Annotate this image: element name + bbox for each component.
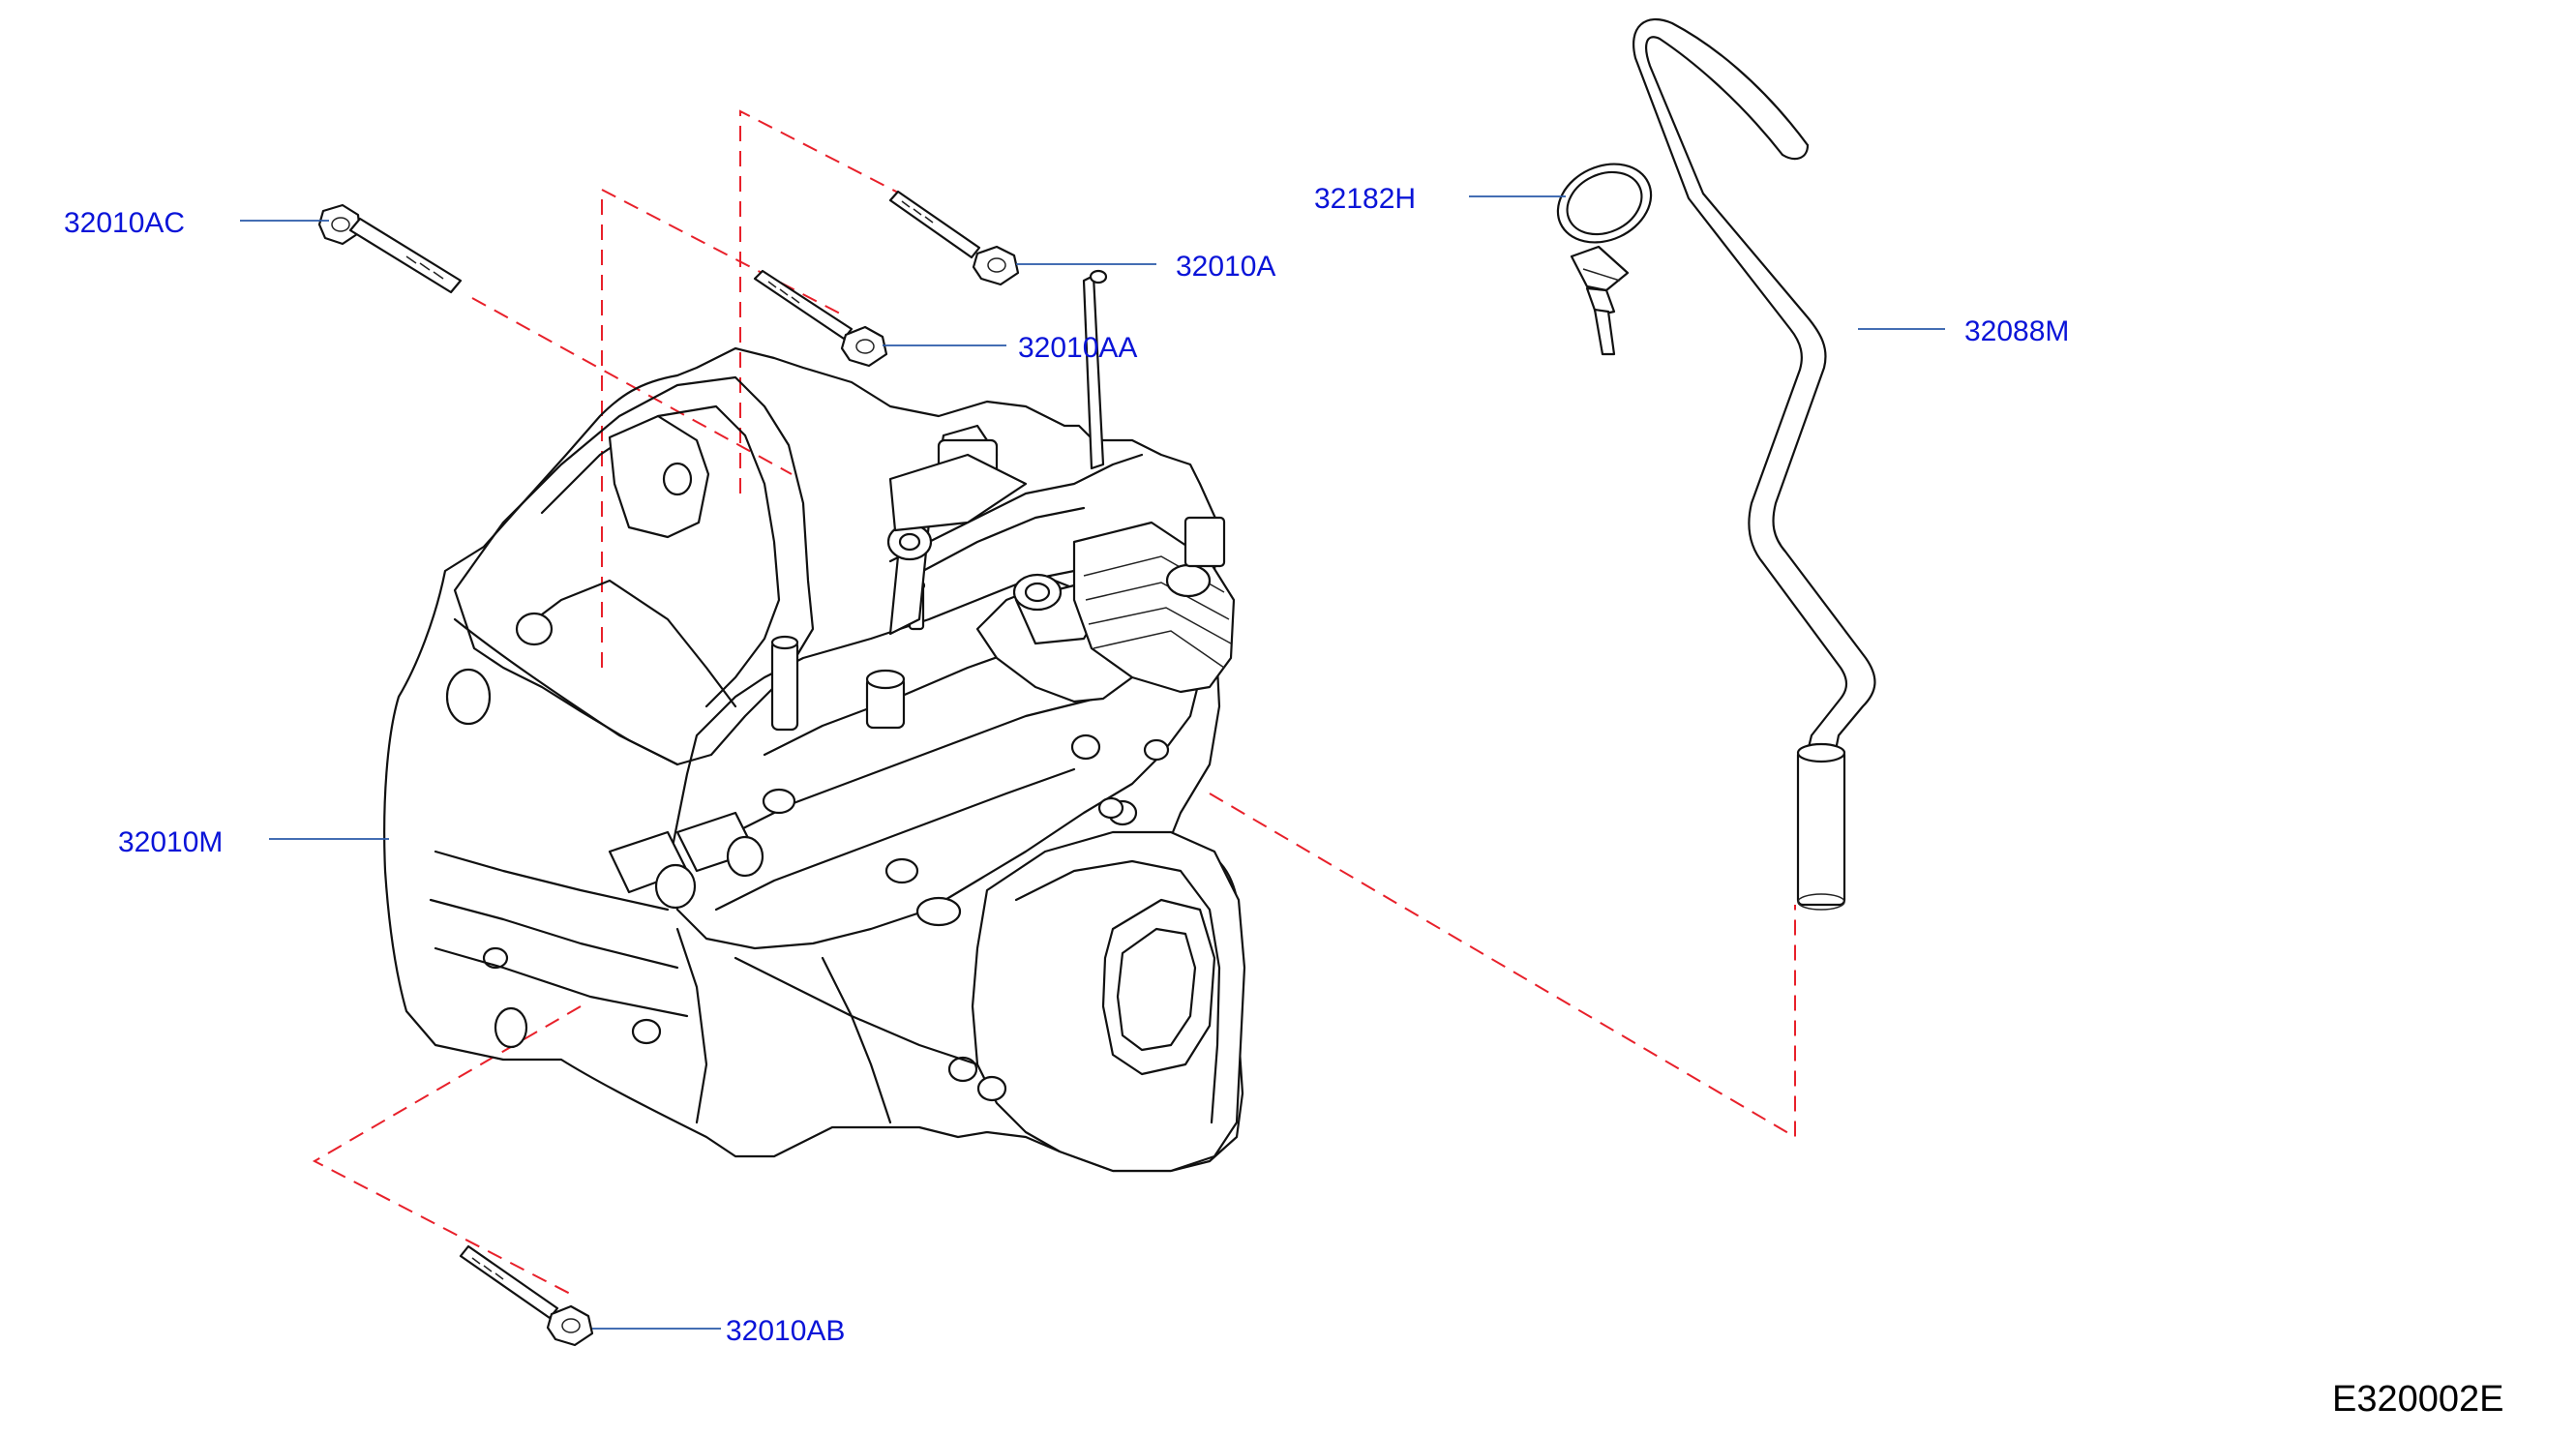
callout-32010aa: 32010AA bbox=[1018, 332, 1137, 364]
bolt-32010ab-icon bbox=[459, 1244, 594, 1347]
manual-transaxle-icon bbox=[383, 269, 1246, 1173]
hose-clamp-icon bbox=[1556, 163, 1653, 356]
callout-32010m: 32010M bbox=[118, 826, 223, 858]
leader-lines bbox=[240, 195, 1945, 1330]
callout-32010ac: 32010AC bbox=[64, 207, 185, 239]
breather-hose-icon bbox=[1632, 17, 1876, 911]
diagram-code: E320002E bbox=[2332, 1379, 2504, 1420]
bolt-32010ac-icon bbox=[317, 203, 463, 294]
callout-32182h: 32182H bbox=[1314, 183, 1416, 215]
bolt-32010a-icon bbox=[888, 190, 1020, 286]
callout-32010a: 32010A bbox=[1176, 251, 1275, 283]
callout-32010ab: 32010AB bbox=[726, 1315, 845, 1347]
callout-32088m: 32088M bbox=[1964, 315, 2069, 347]
bolt-32010aa-icon bbox=[753, 269, 888, 368]
